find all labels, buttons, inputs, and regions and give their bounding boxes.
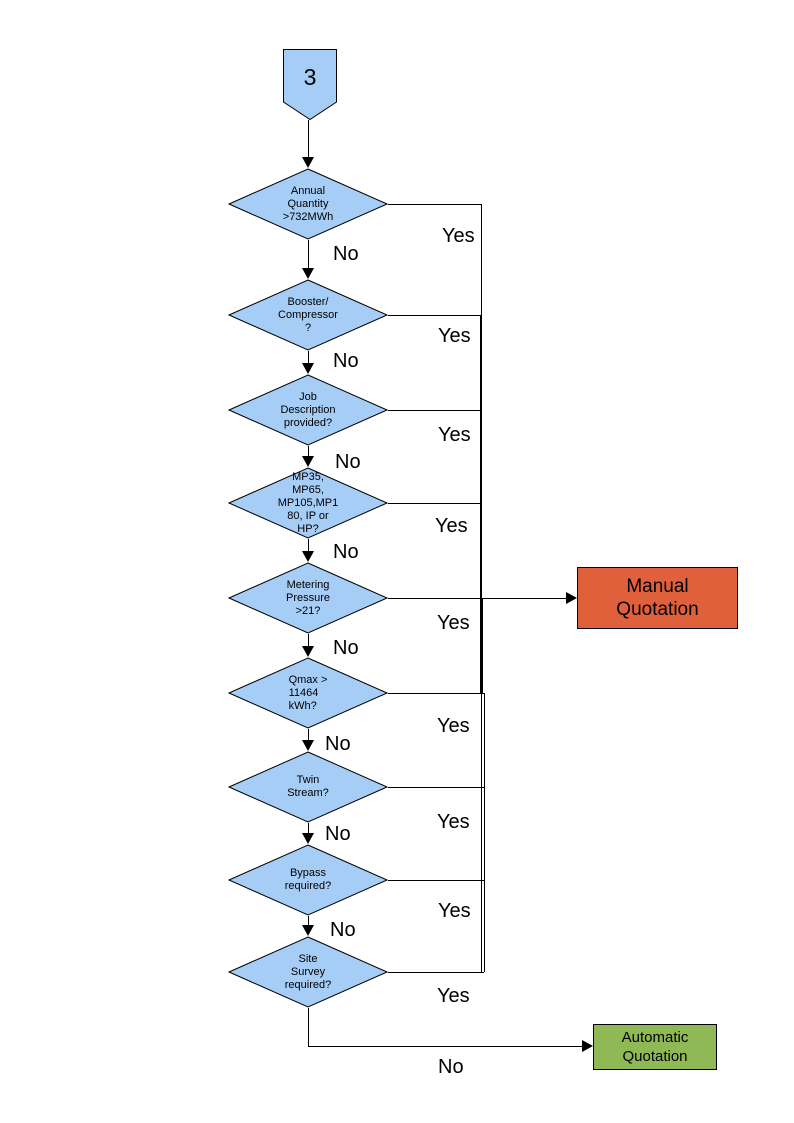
arrowhead-down-icon: [302, 157, 314, 168]
connector-line: [308, 729, 309, 740]
connector-line: [388, 410, 482, 411]
connector-line: [308, 1008, 309, 1047]
decision-twin-stream: Twin Stream?: [228, 751, 388, 823]
decision-label: Qmax > 11464 kWh?: [288, 673, 328, 712]
decision-site-survey: Site Survey required?: [228, 936, 388, 1008]
diamond-shape: [228, 374, 388, 446]
diamond-shape: [228, 751, 388, 823]
decision-bypass: Bypass required?: [228, 844, 388, 916]
offpage-connector-3: 3: [283, 49, 337, 121]
decision-label: Job Description provided?: [280, 390, 336, 429]
connector-line: [388, 787, 484, 788]
edge-label-yes-4: Yes: [435, 515, 468, 537]
connector-line: [388, 972, 484, 973]
decision-label: Twin Stream?: [287, 774, 329, 799]
arrowhead-down-icon: [302, 456, 314, 467]
diamond-shape: [228, 467, 388, 539]
decision-pressure-tier: MP35, MP65, MP105,MP1 80, IP or HP?: [228, 467, 388, 539]
connector-line: [308, 351, 309, 363]
decision-label: Metering Pressure >21?: [285, 578, 331, 617]
connector-line: [308, 120, 309, 157]
edge-label-no-2: No: [333, 350, 359, 372]
edge-label-yes-1: Yes: [442, 225, 475, 247]
edge-label-no-8: No: [330, 919, 356, 941]
edge-label-yes-8: Yes: [438, 900, 471, 922]
connector-line: [308, 916, 309, 925]
decision-label: Booster/ Compressor ?: [278, 295, 338, 334]
decision-qmax: Qmax > 11464 kWh?: [228, 657, 388, 729]
arrowhead-right-icon: [566, 592, 577, 604]
diamond-shape: [228, 657, 388, 729]
yes-trunk-line: [484, 693, 485, 972]
decision-job-description: Job Description provided?: [228, 374, 388, 446]
edge-label-no-1: No: [333, 243, 359, 265]
diamond-shape: [228, 562, 388, 634]
connector-line: [308, 823, 309, 833]
connector-line: [308, 1046, 582, 1047]
diamond-shape: [228, 279, 388, 351]
connector-line: [388, 598, 566, 599]
yes-trunk-line: [480, 598, 483, 693]
arrowhead-right-icon: [582, 1040, 593, 1052]
automatic-quotation-box: Automatic Quotation: [593, 1024, 717, 1070]
arrowhead-down-icon: [302, 925, 314, 936]
edge-label-no-9: No: [438, 1056, 464, 1078]
connector-line: [388, 880, 484, 881]
diamond-shape: [228, 936, 388, 1008]
edge-label-no-4: No: [333, 541, 359, 563]
decision-booster-compressor: Booster/ Compressor ?: [228, 279, 388, 351]
yes-trunk-line: [480, 315, 482, 598]
edge-label-no-3: No: [335, 451, 361, 473]
edge-label-yes-7: Yes: [437, 811, 470, 833]
edge-label-yes-6: Yes: [437, 715, 470, 737]
decision-label: MP35, MP65, MP105,MP1 80, IP or HP?: [277, 470, 339, 535]
arrowhead-down-icon: [302, 551, 314, 562]
connector-line: [308, 240, 309, 268]
decision-annual-quantity: Annual Quantity >732MWh: [228, 168, 388, 240]
diamond-shape: [228, 168, 388, 240]
connector-line: [308, 634, 309, 646]
diamond-shape: [228, 844, 388, 916]
arrowhead-down-icon: [302, 646, 314, 657]
arrowhead-down-icon: [302, 268, 314, 279]
edge-label-no-5: No: [333, 637, 359, 659]
offpage-connector-label: 3: [303, 64, 317, 90]
pentagon-shape: [283, 49, 337, 121]
connector-line: [388, 503, 482, 504]
edge-label-yes-9: Yes: [437, 985, 470, 1007]
decision-metering-pressure: Metering Pressure >21?: [228, 562, 388, 634]
edge-label-yes-2: Yes: [438, 325, 471, 347]
arrowhead-down-icon: [302, 740, 314, 751]
edge-label-yes-5: Yes: [437, 612, 470, 634]
connector-line: [308, 539, 309, 551]
connector-line: [308, 446, 309, 456]
arrowhead-down-icon: [302, 363, 314, 374]
arrowhead-down-icon: [302, 833, 314, 844]
edge-label-no-6: No: [325, 733, 351, 755]
connector-line: [388, 693, 484, 694]
edge-label-yes-3: Yes: [438, 424, 471, 446]
decision-label: Annual Quantity >732MWh: [282, 184, 334, 223]
connector-line: [388, 315, 482, 316]
decision-label: Site Survey required?: [284, 952, 332, 991]
manual-quotation-box: Manual Quotation: [577, 567, 738, 629]
edge-label-no-7: No: [325, 823, 351, 845]
connector-line: [388, 204, 482, 205]
decision-label: Bypass required?: [284, 867, 332, 892]
